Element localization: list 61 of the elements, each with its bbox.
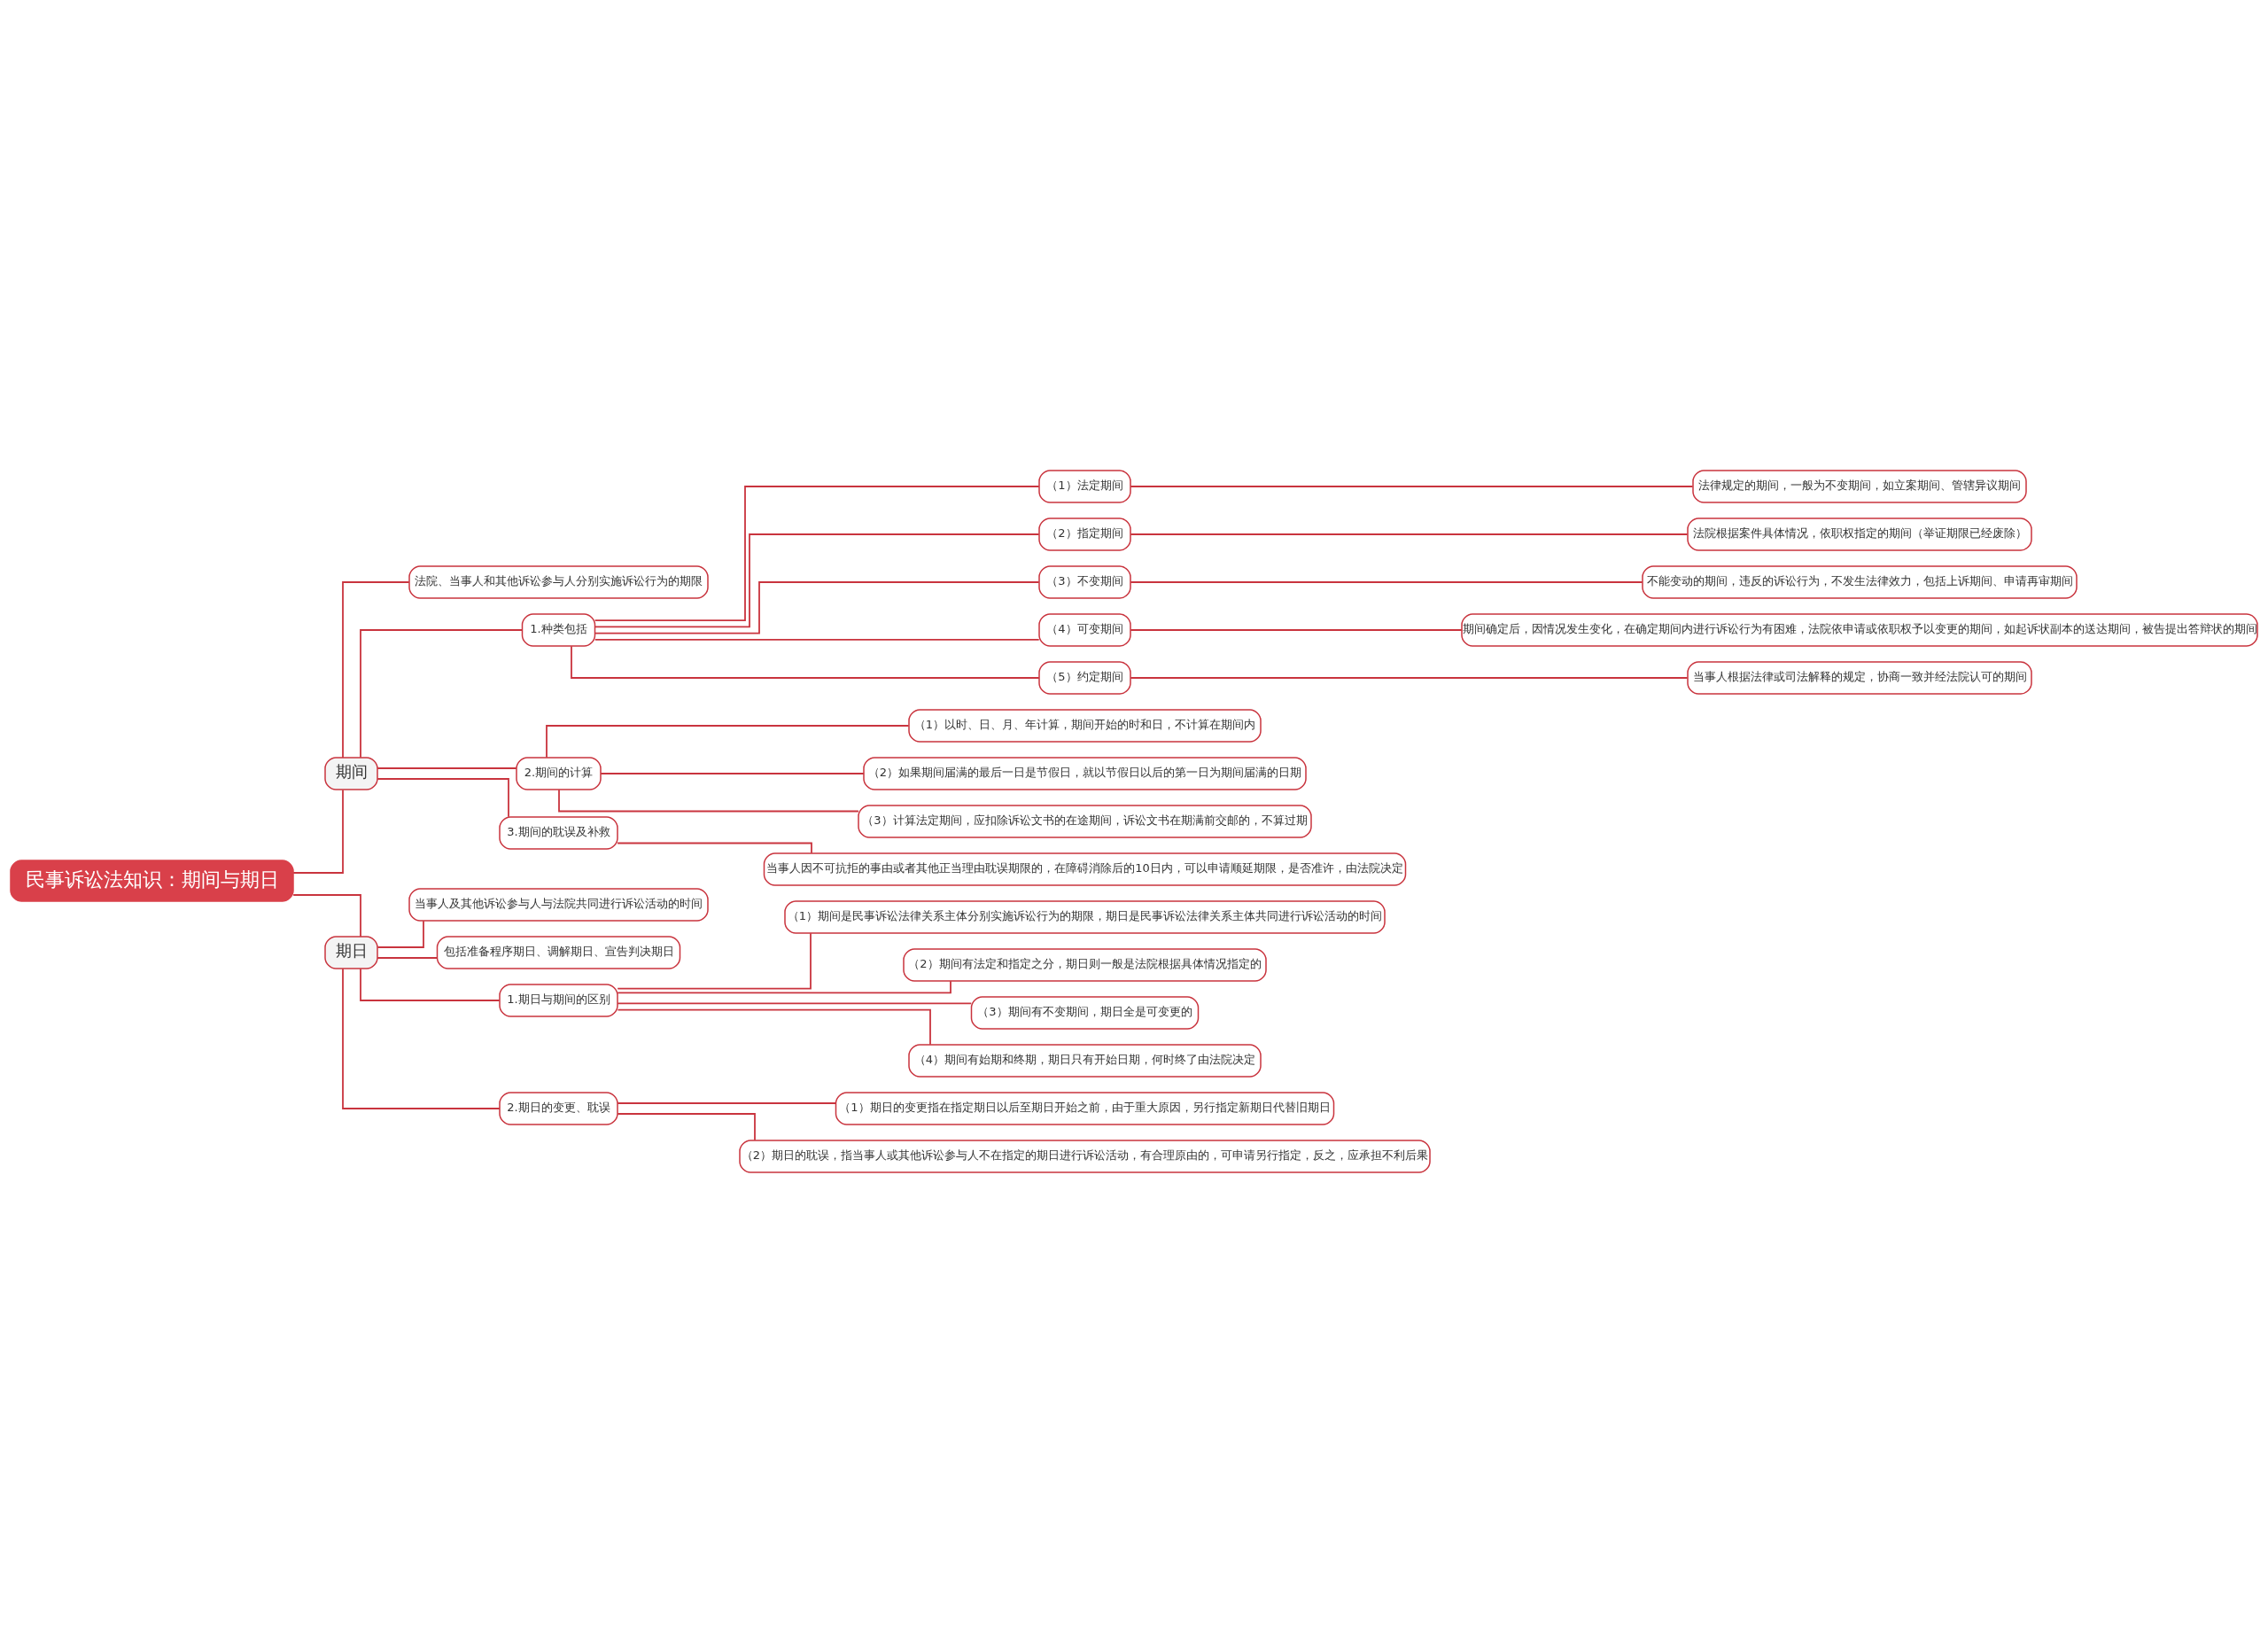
node-box: 民事诉讼法知识：期间与期日 [10, 859, 294, 902]
connector [594, 485, 1040, 621]
node-box: 1.期日与期间的区别 [499, 983, 618, 1017]
node-box: （2）指定期间 [1038, 517, 1131, 551]
connector [617, 1112, 756, 1141]
node-box: 1.种类包括 [521, 612, 596, 647]
connector [292, 789, 344, 874]
node-box: 法律规定的期间，一般为不变期间，如立案期间、管辖异议期间 [1692, 469, 2027, 503]
connector [571, 644, 1040, 679]
node-box: （1）期日的变更指在指定期日以后至期日开始之前，由于重大原因，另行指定新期日代替旧期日 [835, 1091, 1335, 1125]
node-box: 期间确定后，因情况发生变化，在确定期间内进行诉讼行为有困难，法院依申请或依职权予以变更的期间，如起诉状副本的送达期间，被告提出答辩状的期间 [1461, 612, 2258, 647]
connector [617, 979, 951, 993]
connector [1130, 533, 1689, 535]
connector [617, 1001, 973, 1004]
node-box: 期间 [324, 756, 378, 790]
node-box: （1）期间是民事诉讼法律关系主体分别实施诉讼行为的期限，期日是民事诉讼法律关系主体共同进行诉讼活动的时间 [784, 899, 1386, 934]
connector [617, 1008, 931, 1046]
node-box: 法院、当事人和其他诉讼参与人分别实施诉讼行为的期限 [408, 564, 709, 599]
node-box: （1）法定期间 [1038, 469, 1131, 503]
node-box: （4）期间有始期和终期，期日只有开始日期，何时终了由法院决定 [908, 1043, 1262, 1078]
node-box: 法院根据案件具体情况，依职权指定的期间（举证期限已经废除） [1687, 517, 2032, 551]
connector [594, 533, 1040, 627]
node-box: 包括准备程序期日、调解期日、宣告判决期日 [436, 935, 681, 969]
node-box: （2）如果期间届满的最后一日是节假日，就以节假日以后的第一日为期间届满的日期 [863, 756, 1307, 790]
node-box: 3.期间的耽误及补救 [499, 815, 618, 850]
connector [342, 580, 410, 759]
connector [1130, 485, 1694, 487]
node-box: 当事人因不可抗拒的事由或者其他正当理由耽误期限的，在障碍消除后的10日内，可以申请顺延期限，是否准许，由法院决定 [763, 852, 1407, 886]
node-box: （3）计算法定期间，应扣除诉讼文书的在途期间，诉讼文书在期满前交邮的，不算过期 [858, 804, 1312, 838]
connector [360, 967, 501, 1001]
connector [377, 777, 509, 818]
node-box: （5）约定期间 [1038, 660, 1131, 695]
connector [1130, 628, 1463, 631]
connector [377, 919, 424, 948]
connector [292, 893, 361, 938]
node-box: （1）以时、日、月、年计算，期间开始的时和日，不计算在期间内 [908, 708, 1262, 743]
connector [558, 788, 859, 812]
node-box: 期日 [324, 935, 378, 969]
node-box: （3）不变期间 [1038, 564, 1131, 599]
node-box: 2.期日的变更、耽误 [499, 1091, 618, 1125]
connector [377, 767, 517, 769]
connector [594, 580, 1040, 634]
connector [377, 956, 439, 959]
node-box: （2）期日的耽误，指当事人或其他诉讼参与人不在指定的期日进行诉讼活动，有合理原由的，可申请另行指定，反之，应承担不利后果 [739, 1139, 1431, 1173]
connector [1130, 580, 1643, 583]
connector [617, 931, 812, 990]
connector [594, 638, 1040, 641]
node-box: （2）期间有法定和指定之分，期日则一般是法院根据具体情况指定的 [903, 947, 1267, 982]
connector [617, 1101, 837, 1104]
node-box: （3）期间有不变期间，期日全是可变更的 [970, 995, 1200, 1030]
node-box: （4）可变期间 [1038, 612, 1131, 647]
connector [546, 724, 910, 759]
connector [342, 967, 501, 1109]
node-box: 当事人及其他诉讼参与人与法院共同进行诉讼活动的时间 [408, 887, 709, 922]
node-box: 不能变动的期间，违反的诉讼行为，不发生法律效力，包括上诉期间、申请再审期间 [1642, 564, 2078, 599]
connector [617, 842, 812, 854]
connector [1130, 676, 1689, 679]
node-box: 当事人根据法律或司法解释的规定，协商一致并经法院认可的期间 [1687, 660, 2032, 695]
connector [600, 772, 865, 774]
node-box: 2.期间的计算 [516, 756, 602, 790]
connector [360, 628, 524, 759]
